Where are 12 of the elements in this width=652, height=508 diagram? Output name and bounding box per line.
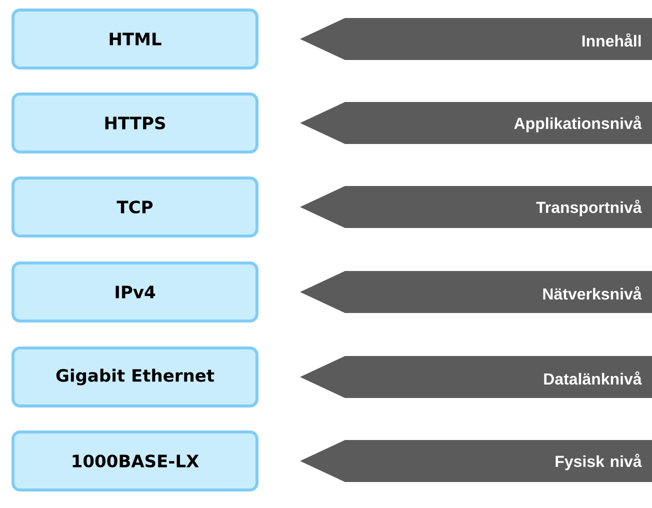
layer-box: TCP	[12, 176, 258, 238]
layer-box: 1000BASE-LX	[12, 430, 258, 492]
arrow-banner: Applikationsnivå	[300, 102, 652, 144]
arrow-banner: Datalänknivå	[300, 356, 652, 398]
arrow-banner: Nätverksnivå	[300, 271, 652, 313]
layer-box: HTML	[12, 8, 258, 70]
layer-box: Gigabit Ethernet	[12, 346, 258, 408]
layer-box: HTTPS	[12, 92, 258, 154]
arrow-banner: Innehåll	[300, 18, 652, 60]
arrow-banner: Fysisk nivå	[300, 440, 652, 482]
layer-box: IPv4	[12, 262, 258, 322]
arrow-banner: Transportnivå	[300, 186, 652, 228]
